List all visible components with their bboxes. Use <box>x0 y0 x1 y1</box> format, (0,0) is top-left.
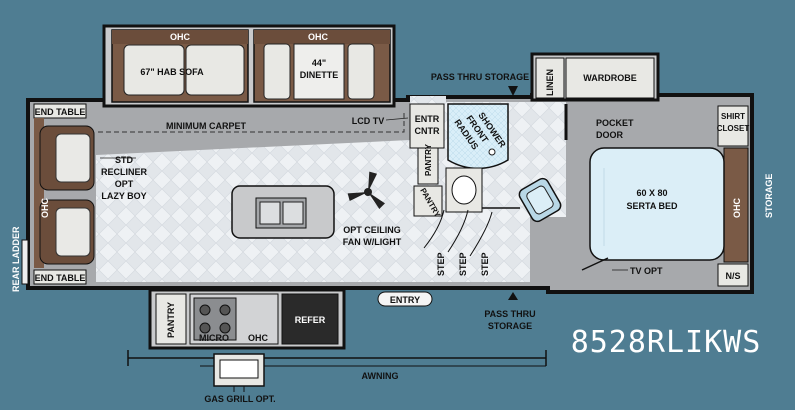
step-label-1: STEP <box>436 252 446 276</box>
ohc-label-sofa: OHC <box>170 32 191 42</box>
recliner-opt-label: OPT <box>115 179 134 189</box>
door-label: DOOR <box>596 130 624 140</box>
fan-light-label: FAN W/LIGHT <box>343 237 402 247</box>
end-table-bottom-label: END TABLE <box>35 273 86 283</box>
recliner-top <box>39 125 95 191</box>
pocket-label: POCKET <box>596 118 634 128</box>
kitchen-island <box>231 185 335 239</box>
ceiling-fan-label: OPT CEILING <box>343 225 401 235</box>
storage-bottom-label: STORAGE <box>488 321 532 331</box>
ceiling-fan-icon <box>347 171 385 209</box>
pass-thru-bottom-label: PASS THRU <box>484 309 535 319</box>
entr-label: ENTR <box>415 114 440 124</box>
ohc-label-bedroom: OHC <box>732 198 742 219</box>
wardrobe <box>565 57 655 99</box>
dinette-label: DINETTE <box>300 70 339 80</box>
awning-label: AWNING <box>362 371 399 381</box>
micro-label: MICRO <box>199 333 229 343</box>
rear-ladder-label: REAR LADDER <box>11 226 21 292</box>
recliner-bottom <box>39 199 95 265</box>
dinette-size-label: 44" <box>312 58 326 68</box>
gas-grill-label: GAS GRILL OPT. <box>204 394 275 404</box>
closet-label: CLOSET <box>717 124 750 133</box>
step-label-3: STEP <box>480 252 490 276</box>
ohc-label-dinette: OHC <box>308 32 329 42</box>
refer-label: REFER <box>295 315 326 325</box>
bed-size-label: 60 X 80 <box>636 188 667 198</box>
recliner-label: RECLINER <box>101 167 148 177</box>
linen-label: LINEN <box>545 69 555 96</box>
cntr-label: CNTR <box>415 126 440 136</box>
lcd-tv-label: LCD TV <box>352 116 385 126</box>
entry-door <box>377 291 433 307</box>
gas-grill <box>213 353 265 392</box>
bedroom-chair <box>518 177 562 223</box>
toilet <box>451 175 477 205</box>
pass-thru-arrow-bottom <box>508 292 518 300</box>
kitchen-pantry-label: PANTRY <box>166 302 176 338</box>
minimum-carpet-label: MINIMUM CARPET <box>166 121 246 131</box>
shirt-closet <box>717 105 749 147</box>
nightstand <box>717 263 749 287</box>
ohc-label-rear: OHC <box>40 198 50 219</box>
entry-label: ENTRY <box>390 295 420 305</box>
kitchen-pantry <box>155 293 187 345</box>
step-label-2: STEP <box>458 252 468 276</box>
rear-ladder <box>21 239 29 285</box>
pass-thru-storage-top-label: PASS THRU STORAGE <box>431 72 529 82</box>
bed-label: SERTA BED <box>626 201 678 211</box>
linen <box>535 57 565 99</box>
lazy-boy-label: LAZY BOY <box>101 191 146 201</box>
refrigerator <box>281 293 339 345</box>
wardrobe-label: WARDROBE <box>583 73 637 83</box>
awning-line <box>127 350 547 367</box>
ohc-label-kitchen: OHC <box>248 333 269 343</box>
carpet-boundary <box>98 110 405 133</box>
sofa-label: 67" HAB SOFA <box>140 67 204 77</box>
serta-bed <box>589 147 725 261</box>
pass-thru-arrow-top <box>508 86 518 96</box>
end-table-top-label: END TABLE <box>35 107 86 117</box>
pantry-angled <box>413 185 443 217</box>
entertainment-center <box>409 103 445 149</box>
model-number: 8528RLIKWS <box>571 325 762 360</box>
recliner-std-label: STD <box>115 155 134 165</box>
ns-label: N/S <box>725 271 740 281</box>
pantry-front <box>417 147 439 185</box>
entry-steps <box>423 209 493 257</box>
front-storage-label: STORAGE <box>764 174 774 218</box>
pantry-front-label: PANTRY <box>424 143 433 176</box>
shirt-label: SHIRT <box>721 112 745 121</box>
tv-opt-label: TV OPT <box>630 266 663 276</box>
